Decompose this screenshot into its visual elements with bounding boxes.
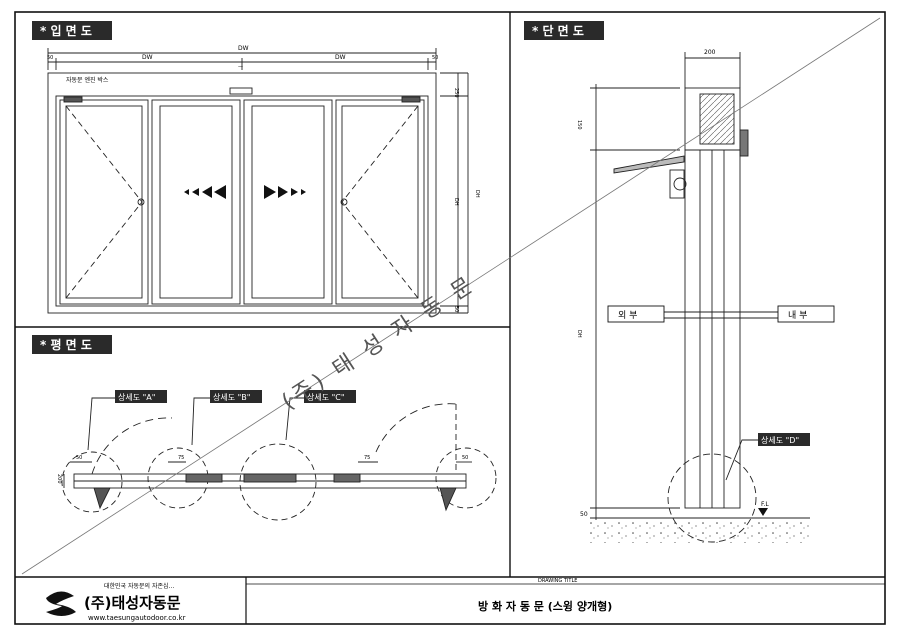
section-interior-label: 내 부 (788, 310, 807, 321)
company-slogan: 대한민국 자동문의 자존심... (104, 582, 174, 590)
company-name: (주)태성자동문 (84, 594, 181, 612)
elevation-dim-top: 250 (453, 88, 459, 98)
floor-level-marker (758, 508, 768, 516)
elevation-dim-right: DW (335, 54, 346, 61)
elevation-title: * 입 면 도 (40, 23, 92, 38)
watermark-text: (주) 태 성 자 동 문 (278, 271, 481, 415)
section-detail-d: 상세도 "D" (758, 433, 810, 446)
section-exterior-label: 외 부 (618, 309, 637, 321)
elevation-dim-full: DH (474, 190, 480, 198)
plan-drawing (61, 397, 497, 521)
section-floor-level: F.L (761, 501, 769, 508)
drawing-title: 방 화 자 동 문 (스윙 양개형) (478, 599, 612, 613)
plan-labels: 상세도 "A" 상세도 "B" 상세도 "C" (115, 390, 356, 403)
plan-title: * 평 면 도 (40, 337, 92, 352)
elevation-dim-center: — (238, 64, 243, 70)
section-label: * 단 면 도 (524, 21, 604, 40)
elevation-dim-bottom: 50 (453, 306, 459, 312)
sheet-border-outer (14, 11, 886, 625)
section-floor-slab (590, 519, 810, 543)
plan-dim-50-left: 50 (76, 455, 82, 461)
section-dim-top: 150 (576, 120, 582, 130)
elevation-dim-total: DW (238, 45, 249, 52)
section-title: * 단 면 도 (532, 23, 584, 38)
section-interior-box: 내 부 (777, 305, 835, 323)
plan-label: * 평 면 도 (32, 335, 112, 354)
watermark-line (21, 17, 881, 575)
plan-dim-depth: 200 (56, 474, 62, 484)
section-dim-floor: 50 (580, 511, 588, 518)
section-exterior-box: 외 부 (607, 305, 665, 323)
elevation-arrows (184, 185, 306, 199)
plan-dim-75-a: 75 (178, 455, 184, 461)
plan-detail-a: 상세도 "A" (118, 392, 155, 402)
section-drawing (590, 52, 810, 543)
section-dim-width: 200 (704, 49, 716, 56)
company-website: www.taesungautodoor.co.kr (88, 614, 186, 622)
elevation-dim-edge-right: 50 (432, 55, 438, 61)
elevation-dim-edge-left: 50 (47, 55, 53, 61)
section-dim-height: DH (576, 330, 582, 338)
section-detail-d-label: 상세도 "D" (761, 435, 799, 445)
plan-dim-75-b: 75 (364, 455, 370, 461)
elevation-header-box-label: 자동문 엔진 박스 (66, 76, 109, 84)
elevation-dim-mid: DH (453, 198, 459, 206)
elevation-label: * 입 면 도 (32, 21, 112, 40)
elevation-dim-left: DW (142, 54, 153, 61)
plan-dim-50-right: 50 (462, 455, 468, 461)
company-logo (46, 591, 76, 616)
drawing-title-label: DRAWING TITLE (538, 578, 577, 584)
plan-detail-b: 상세도 "B" (213, 392, 250, 402)
elevation-drawing (47, 48, 469, 314)
plan-detail-c: 상세도 "C" (307, 392, 345, 402)
